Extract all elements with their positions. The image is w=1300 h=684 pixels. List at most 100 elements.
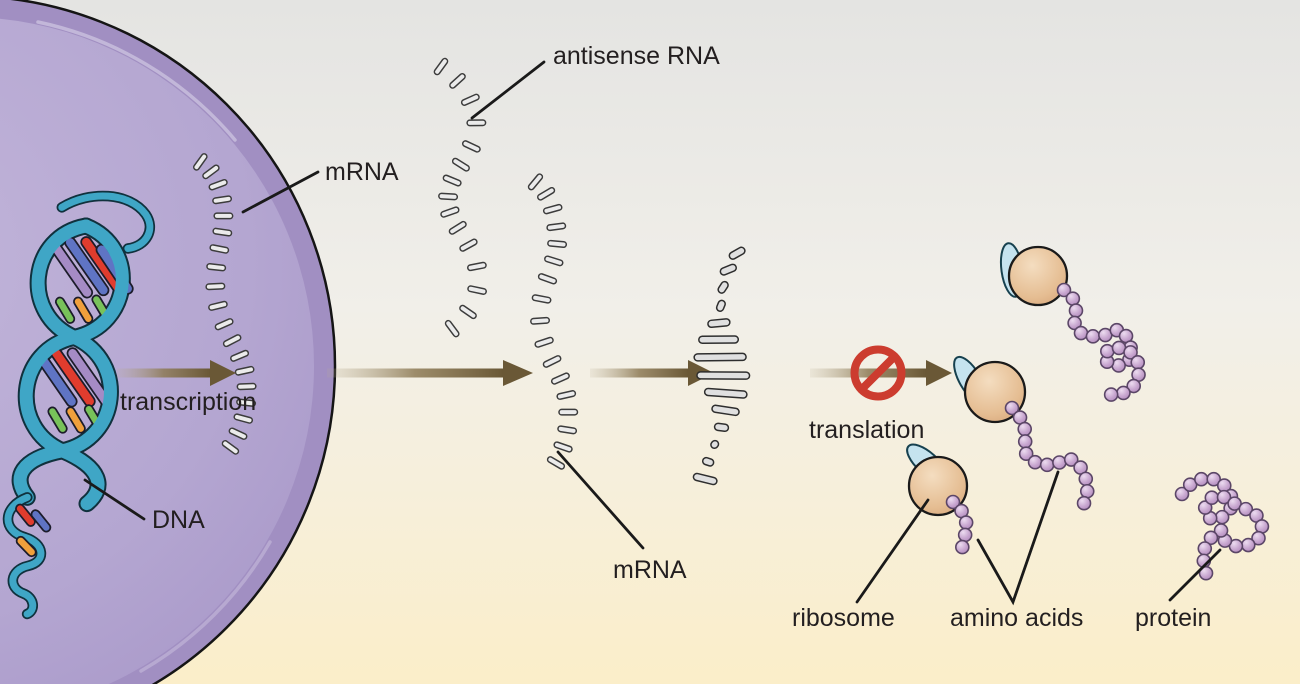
nucleotide-tick xyxy=(544,205,561,213)
base-pair-rung xyxy=(703,458,713,466)
nucleotide-tick xyxy=(444,176,461,185)
no-translation-icon xyxy=(850,345,906,401)
nucleotide-tick xyxy=(548,457,564,469)
amino-acid-bead xyxy=(1198,565,1214,581)
base-pair-rung xyxy=(711,441,718,448)
amino-acid-bead xyxy=(1204,490,1220,505)
nucleotide-tick xyxy=(210,180,227,189)
nucleotide-tick xyxy=(446,321,459,336)
amino-acid-bead xyxy=(1197,541,1213,556)
amino-acid-bead xyxy=(1126,378,1142,394)
amino-acid-bead xyxy=(1076,495,1092,511)
nucleotide-tick xyxy=(435,59,447,74)
nucleotide-tick xyxy=(545,256,562,265)
amino-acid-bead xyxy=(1130,355,1146,370)
amino-acid-bead xyxy=(1240,537,1256,553)
amino-acid-chain-3 xyxy=(945,494,974,555)
amino-acid-bead xyxy=(1039,457,1055,473)
nucleotide-tick xyxy=(463,141,480,152)
cell-highlight-top xyxy=(36,20,237,142)
amino-acid-bead xyxy=(1017,434,1033,449)
dna-helix xyxy=(2,190,156,620)
nucleotide-tick xyxy=(468,263,486,270)
amino-acid-bead xyxy=(1216,489,1232,505)
amino-acid-bead xyxy=(957,527,973,543)
amino-acid-bead xyxy=(1078,471,1094,487)
amino-acid-bead xyxy=(1194,471,1209,487)
dna-pointer xyxy=(83,478,146,521)
amino-acid-bead xyxy=(1067,315,1082,331)
nucleotide-tick xyxy=(206,284,224,289)
amino-acid-bead xyxy=(1085,329,1101,344)
mrna-nucleotide-ticks xyxy=(193,153,257,455)
amino-acid-bead xyxy=(1238,501,1254,517)
amino-acid-bead xyxy=(1213,523,1229,538)
translation-label: translation xyxy=(809,416,924,444)
nucleotide-tick xyxy=(223,441,238,454)
amino-acid-bead xyxy=(1251,530,1266,546)
nucleotide-tick xyxy=(535,338,553,347)
amino-acid-bead xyxy=(958,515,974,530)
base-pair-rung xyxy=(708,319,730,327)
amino-acid-bead xyxy=(1056,282,1072,298)
antisense-rna-pointer xyxy=(470,60,546,120)
amino-acid-bead xyxy=(1004,400,1020,416)
nucleotide-tick xyxy=(213,229,231,236)
nucleotide-tick xyxy=(203,165,219,178)
nucleotide-tick xyxy=(231,351,248,361)
amino-acid-bead xyxy=(1174,486,1190,502)
dna-strand-b xyxy=(19,219,129,511)
mrna-strand-in-cell xyxy=(193,150,257,463)
amino-acid-bead xyxy=(1079,483,1095,499)
amino-acid-chain-2 xyxy=(1004,400,1095,511)
nucleotide-tick xyxy=(538,188,554,200)
export-arrow xyxy=(327,360,533,386)
ribosome-pointer xyxy=(855,498,930,604)
nucleotide-tick xyxy=(209,302,227,310)
amino-acids-pointer xyxy=(976,470,1060,606)
amino-acid-bead xyxy=(1027,454,1043,470)
dna-base-pairs xyxy=(34,236,134,434)
dna-label: DNA xyxy=(152,506,205,534)
mrna-free-pointer xyxy=(556,450,645,550)
nucleotide-tick xyxy=(529,174,542,189)
cell-highlight-bottom xyxy=(139,540,272,673)
base-pair-rung xyxy=(721,265,736,275)
amino-acid-bead xyxy=(1103,387,1119,402)
nucleotide-tick xyxy=(531,318,549,324)
mrna-free-nucleotide-ticks xyxy=(527,173,579,470)
nucleotide-tick xyxy=(450,74,465,88)
ribosome-1 xyxy=(999,242,1069,307)
amino-acid-bead xyxy=(1017,421,1033,437)
amino-acid-bead xyxy=(945,494,961,510)
nucleotide-tick xyxy=(558,426,576,433)
base-pair-rung xyxy=(718,282,728,293)
amino-acid-bead xyxy=(1065,291,1081,306)
nucleotide-tick xyxy=(216,319,233,329)
nucleotide-tick xyxy=(552,373,569,384)
antisense-rna-label: antisense RNA xyxy=(553,42,720,70)
nucleotide-tick xyxy=(460,240,477,251)
amino-acid-bead xyxy=(1206,471,1222,487)
transcription-label: transcription xyxy=(120,388,256,416)
dna-tail-bases xyxy=(15,503,52,558)
nucleotide-tick xyxy=(557,391,575,399)
nucleotide-tick xyxy=(462,95,479,105)
base-pair-rung xyxy=(694,474,717,484)
mrna-top-label: mRNA xyxy=(325,158,399,186)
nucleotide-tick xyxy=(548,241,566,247)
nucleotide-tick xyxy=(544,356,560,367)
base-pair-rung xyxy=(730,248,745,259)
dna-coiled-tail xyxy=(4,493,45,618)
base-pair-rung xyxy=(712,406,739,415)
nucleotide-tick xyxy=(547,223,565,230)
amino-acid-bead xyxy=(955,539,970,555)
ribosome-label: ribosome xyxy=(792,604,895,632)
nucleotide-tick xyxy=(194,154,207,170)
nucleotide-tick xyxy=(439,194,457,199)
base-pair-rung xyxy=(705,389,747,398)
amino-acid-bead xyxy=(1068,303,1084,318)
amino-acids-label: amino acids xyxy=(950,604,1083,632)
protein-label: protein xyxy=(1135,604,1211,632)
